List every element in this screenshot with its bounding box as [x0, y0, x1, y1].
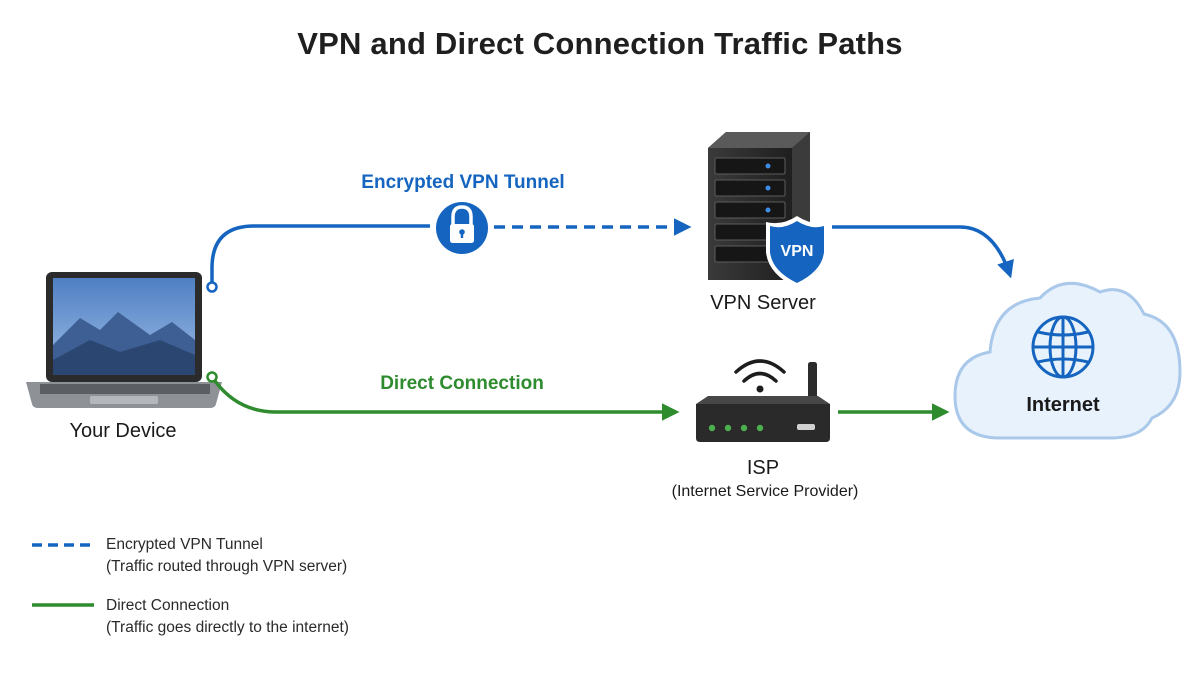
isp-sublabel: (Internet Service Provider): [671, 483, 859, 500]
legend-direct-label: Direct Connection: [106, 597, 230, 614]
internet-label: Internet: [1026, 394, 1100, 416]
vpn-server-label: VPN Server: [710, 292, 816, 314]
vpn-path-segment-1: [210, 224, 430, 286]
direct-path-label: Direct Connection: [380, 373, 544, 394]
direct-path: [206, 371, 950, 421]
laptop-icon: [26, 272, 222, 408]
vpn-path-endpoint: [206, 281, 218, 293]
direct-path-to-isp: [213, 379, 680, 421]
isp-label: ISP: [746, 457, 780, 479]
legend-direct-description: (Traffic goes directly to the internet): [106, 619, 349, 636]
router-icon: [696, 359, 830, 442]
lock-icon: [436, 202, 488, 254]
direct-path-endpoint: [206, 371, 218, 383]
vpn-path-to-internet: [832, 225, 1014, 279]
device-label: Your Device: [69, 420, 177, 442]
vpn-path: [206, 202, 1014, 293]
diagram-title: VPN and Direct Connection Traffic Paths: [297, 26, 903, 61]
legend-vpn-label: Encrypted VPN Tunnel: [106, 536, 263, 553]
vpn-badge-text: VPN: [781, 243, 814, 260]
wifi-icon: [734, 359, 786, 383]
vpn-path-label: Encrypted VPN Tunnel: [361, 172, 565, 193]
globe-icon: [1031, 315, 1095, 379]
cloud-icon: [953, 281, 1182, 440]
legend-vpn-description: (Traffic routed through VPN server): [106, 558, 348, 575]
vpn-shield-icon: VPN: [766, 216, 828, 288]
